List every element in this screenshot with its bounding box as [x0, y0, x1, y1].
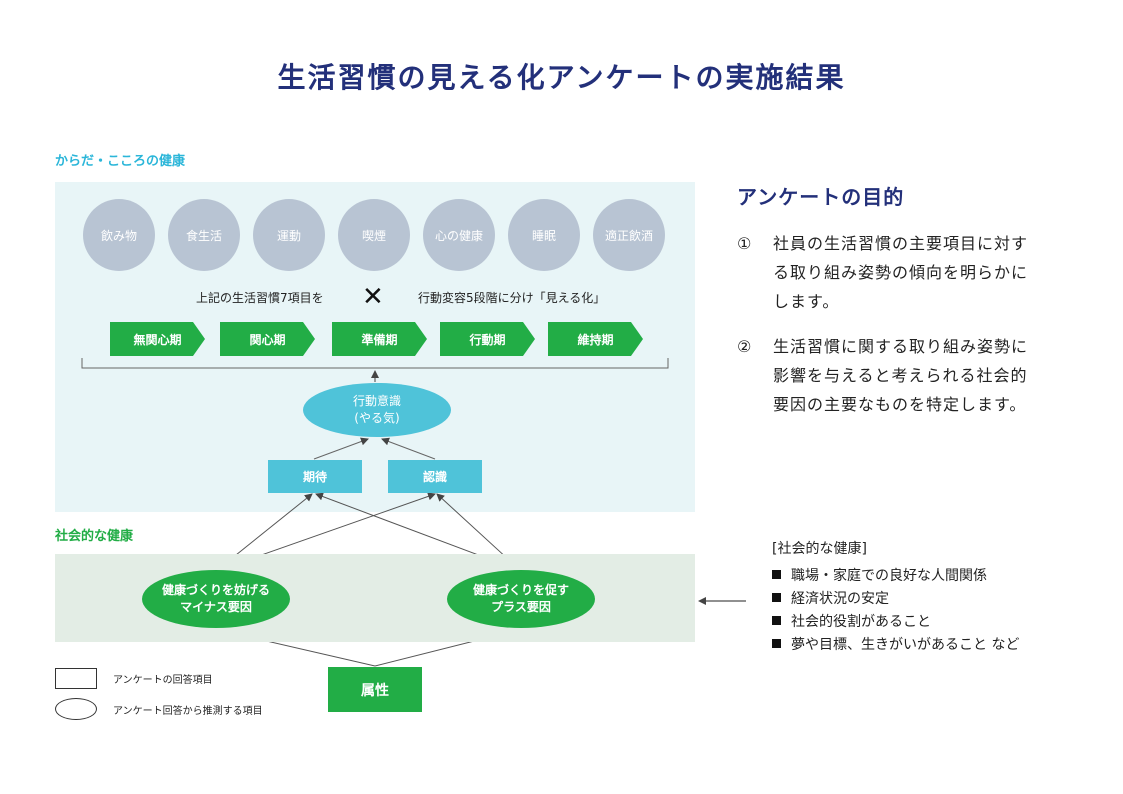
legend-oval-label: アンケート回答から推測する項目: [113, 706, 263, 717]
habit-smoking-circle: 喫煙: [338, 199, 410, 271]
stage-action: 行動期: [440, 322, 535, 356]
social-section-label: 社会的な健康: [55, 529, 134, 544]
plus-factor-ellipse: 健康づくりを促す プラス要因: [447, 570, 595, 628]
habit-diet-circle: 食生活: [168, 199, 240, 271]
social-factors-title: [社会的な健康]: [772, 541, 867, 557]
social-factor-item-1-text: 職場・家庭での良好な人間関係: [791, 568, 987, 584]
minus-factor-label: 健康づくりを妨げる: [161, 583, 270, 598]
social-factor-item-4-text: 夢や目標、生きがいがあること など: [791, 637, 1020, 653]
expectation-box: 期待: [268, 460, 362, 493]
legend-rect-label: アンケートの回答項目: [113, 675, 213, 686]
bullet-square-icon: [772, 616, 781, 625]
purpose-item-1-number: ①: [737, 234, 753, 253]
purpose-title: アンケートの目的: [737, 185, 905, 209]
attribute-box: 属性: [328, 667, 422, 712]
bullet-square-icon: [772, 570, 781, 579]
social-factor-item-2: 経済状況の安定: [772, 588, 889, 608]
social-factor-item-3: 社会的役割があること: [772, 611, 931, 631]
minus-factor-ellipse: 健康づくりを妨げる マイナス要因: [142, 570, 290, 628]
stage-contemplation: 関心期: [220, 322, 315, 356]
stage-precontemplation: 無関心期: [110, 322, 205, 356]
body-section-label: からだ・こころの健康: [55, 154, 186, 169]
cross-icon: ✕: [362, 282, 384, 312]
purpose-item-1: ① 社員の生活習慣の主要項目に対す る取り組み姿勢の傾向を明らかに します。: [737, 229, 1097, 316]
purpose-item-1-line-2: る取り組み姿勢の傾向を明らかに: [773, 263, 1029, 282]
stage-maintenance: 維持期: [548, 322, 643, 356]
habit-drinking-circle: 適正飲酒: [593, 199, 665, 271]
legend-rect-swatch: [55, 668, 97, 689]
habit-exercise-circle: 運動: [253, 199, 325, 271]
plus-factor-sublabel: プラス要因: [491, 600, 551, 614]
habit-sleep-circle: 睡眠: [508, 199, 580, 271]
legend-oval-swatch: [55, 698, 97, 720]
recognition-box: 認識: [388, 460, 482, 493]
purpose-item-2-number: ②: [737, 337, 753, 356]
social-factor-item-2-text: 経済状況の安定: [791, 591, 889, 607]
minus-factor-sublabel: マイナス要因: [180, 600, 252, 614]
purpose-item-2-line-3: 要因の主要なものを特定します。: [773, 395, 1027, 414]
purpose-item-1-line-3: します。: [773, 292, 840, 311]
stage-preparation: 準備期: [332, 322, 427, 356]
social-factor-item-4: 夢や目標、生きがいがあること など: [772, 634, 1019, 654]
purpose-item-2-line-1: 生活習慣に関する取り組み姿勢に: [773, 337, 1029, 356]
purpose-item-2-line-2: 影響を与えると考えられる社会的: [773, 366, 1028, 385]
motivation-sublabel: (やる気): [354, 411, 400, 425]
habit-drinks-circle: 飲み物: [83, 199, 155, 271]
purpose-item-1-line-1: 社員の生活習慣の主要項目に対す: [773, 234, 1029, 253]
motivation-label: 行動意識: [352, 394, 401, 409]
bullet-square-icon: [772, 593, 781, 602]
page-title: 生活習慣の見える化アンケートの実施結果: [277, 61, 846, 94]
motivation-ellipse: 行動意識 (やる気): [303, 383, 451, 437]
habits-caption: 上記の生活習慣7項目を: [196, 291, 324, 305]
social-factor-item-3-text: 社会的役割があること: [791, 614, 931, 630]
habit-mental-health-circle: 心の健康: [423, 199, 495, 271]
plus-factor-label: 健康づくりを促す: [472, 583, 569, 598]
purpose-item-2: ② 生活習慣に関する取り組み姿勢に 影響を与えると考えられる社会的 要因の主要な…: [737, 332, 1097, 419]
bullet-square-icon: [772, 639, 781, 648]
stages-caption: 行動変容5段階に分け「見える化」: [418, 291, 606, 305]
social-factor-item-1: 職場・家庭での良好な人間関係: [772, 565, 987, 585]
